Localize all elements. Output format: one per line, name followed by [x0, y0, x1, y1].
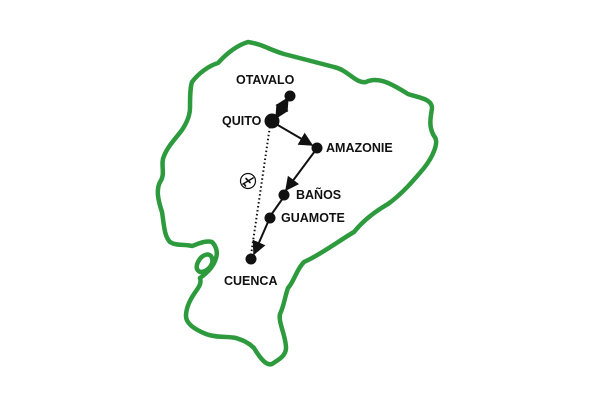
- route-flight-cuenca-quito: [250, 125, 271, 256]
- route-quito-amazonie: [275, 123, 314, 146]
- label-guamote: GUAMOTE: [281, 211, 345, 225]
- route-banos-guamote: [270, 197, 284, 216]
- marker-guamote: [264, 212, 276, 224]
- label-otavalo: OTAVALO: [236, 73, 295, 87]
- marker-cuenca: [245, 253, 257, 265]
- country-outline: [155, 39, 439, 367]
- label-quito: QUITO: [222, 114, 262, 128]
- marker-quito: [264, 113, 280, 129]
- coastal-island: [194, 252, 215, 275]
- label-amazonie: AMAZONIE: [326, 141, 393, 155]
- label-cuenca: CUENCA: [224, 274, 277, 288]
- label-banos: BAÑOS: [296, 187, 341, 202]
- marker-banos: [278, 189, 290, 201]
- marker-amazonie: [311, 142, 323, 154]
- marker-otavalo: [284, 90, 296, 102]
- route-quito-otavalo: [275, 96, 289, 120]
- airplane-icon: [239, 172, 257, 190]
- route-amazonie-banos: [285, 150, 316, 192]
- route-guamote-cuenca: [252, 221, 269, 256]
